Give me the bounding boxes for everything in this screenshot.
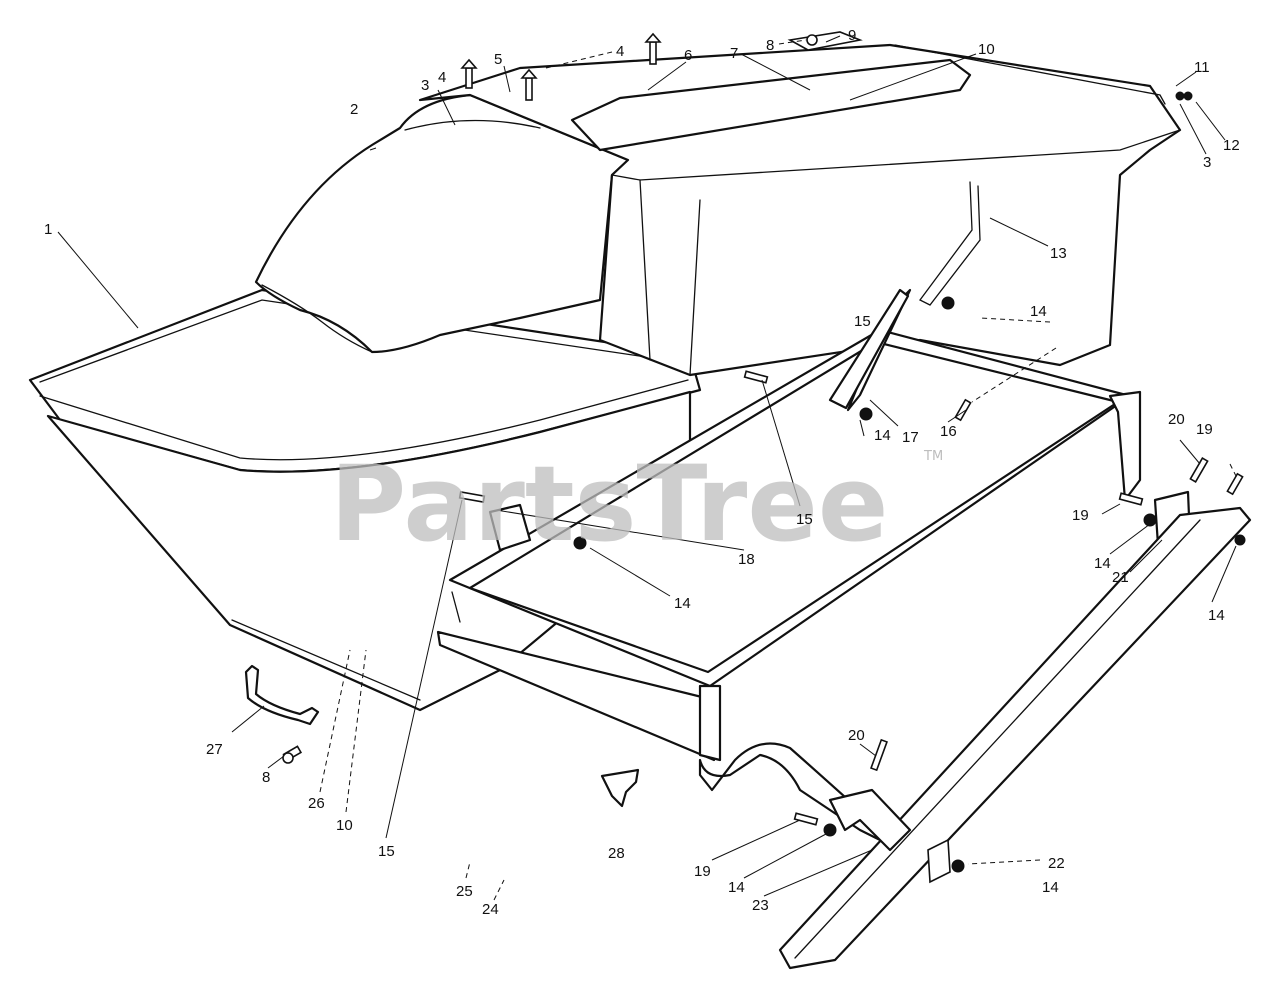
callout-2: 2 (350, 101, 358, 118)
strut-part-17 (828, 288, 910, 410)
callout-10: 10 (978, 41, 995, 58)
watermark-trademark: TM (923, 449, 943, 464)
callout-14: 14 (874, 427, 891, 444)
callout-26: 26 (308, 795, 325, 812)
callout-20: 20 (848, 727, 865, 744)
callout-15: 15 (796, 511, 813, 528)
callout-6: 6 (684, 47, 692, 64)
callout-22: 22 (1048, 855, 1065, 872)
callout-14: 14 (1094, 555, 1111, 572)
callout-12: 12 (1223, 137, 1240, 154)
callout-8: 8 (766, 37, 774, 54)
callout-5: 5 (494, 51, 502, 68)
callout-11: 11 (1194, 59, 1210, 76)
callout-1: 1 (44, 221, 52, 238)
callout-8: 8 (262, 769, 270, 786)
callout-3: 3 (1203, 154, 1211, 171)
callout-14: 14 (728, 879, 745, 896)
callout-23: 23 (752, 897, 769, 914)
hopper-lid (418, 31, 1182, 377)
callout-4: 4 (616, 43, 624, 60)
catcher-tub (28, 288, 702, 712)
callout-21: 21 (1112, 569, 1129, 586)
callout-14: 14 (674, 595, 691, 612)
callout-14: 14 (1208, 607, 1225, 624)
callout-27: 27 (206, 741, 223, 758)
callout-3: 3 (421, 77, 429, 94)
hardware (282, 32, 1246, 873)
callout-19: 19 (694, 863, 711, 880)
callout-14: 14 (1030, 303, 1047, 320)
handle-part-27 (244, 664, 320, 726)
leader-lines (57, 35, 1237, 901)
callout-18: 18 (738, 551, 755, 568)
callout-19: 19 (1196, 421, 1213, 438)
callout-16: 16 (940, 423, 957, 440)
callout-10: 10 (336, 817, 353, 834)
callout-4: 4 (438, 69, 446, 86)
bracket-part-23 (828, 788, 912, 852)
callout-15: 15 (854, 313, 871, 330)
callout-15: 15 (378, 843, 395, 860)
watermark-text: PartsTree (330, 443, 888, 565)
arm-part-13 (919, 181, 981, 306)
callout-28: 28 (608, 845, 625, 862)
callout-9: 9 (848, 27, 856, 44)
callout-25: 25 (456, 883, 473, 900)
callout-24: 24 (482, 901, 499, 918)
bumper-rail (778, 506, 1252, 970)
callout-20: 20 (1168, 411, 1185, 428)
callout-17: 17 (902, 429, 919, 446)
callout-19: 19 (1072, 507, 1089, 524)
callout-14: 14 (1042, 879, 1059, 896)
callout-labels: 1 2 3 3 4 4 5 6 7 8 8 9 10 10 11 12 13 1… (44, 27, 1240, 918)
knob-part-28 (600, 768, 640, 808)
callout-7: 7 (730, 45, 738, 62)
callout-13: 13 (1050, 245, 1067, 262)
